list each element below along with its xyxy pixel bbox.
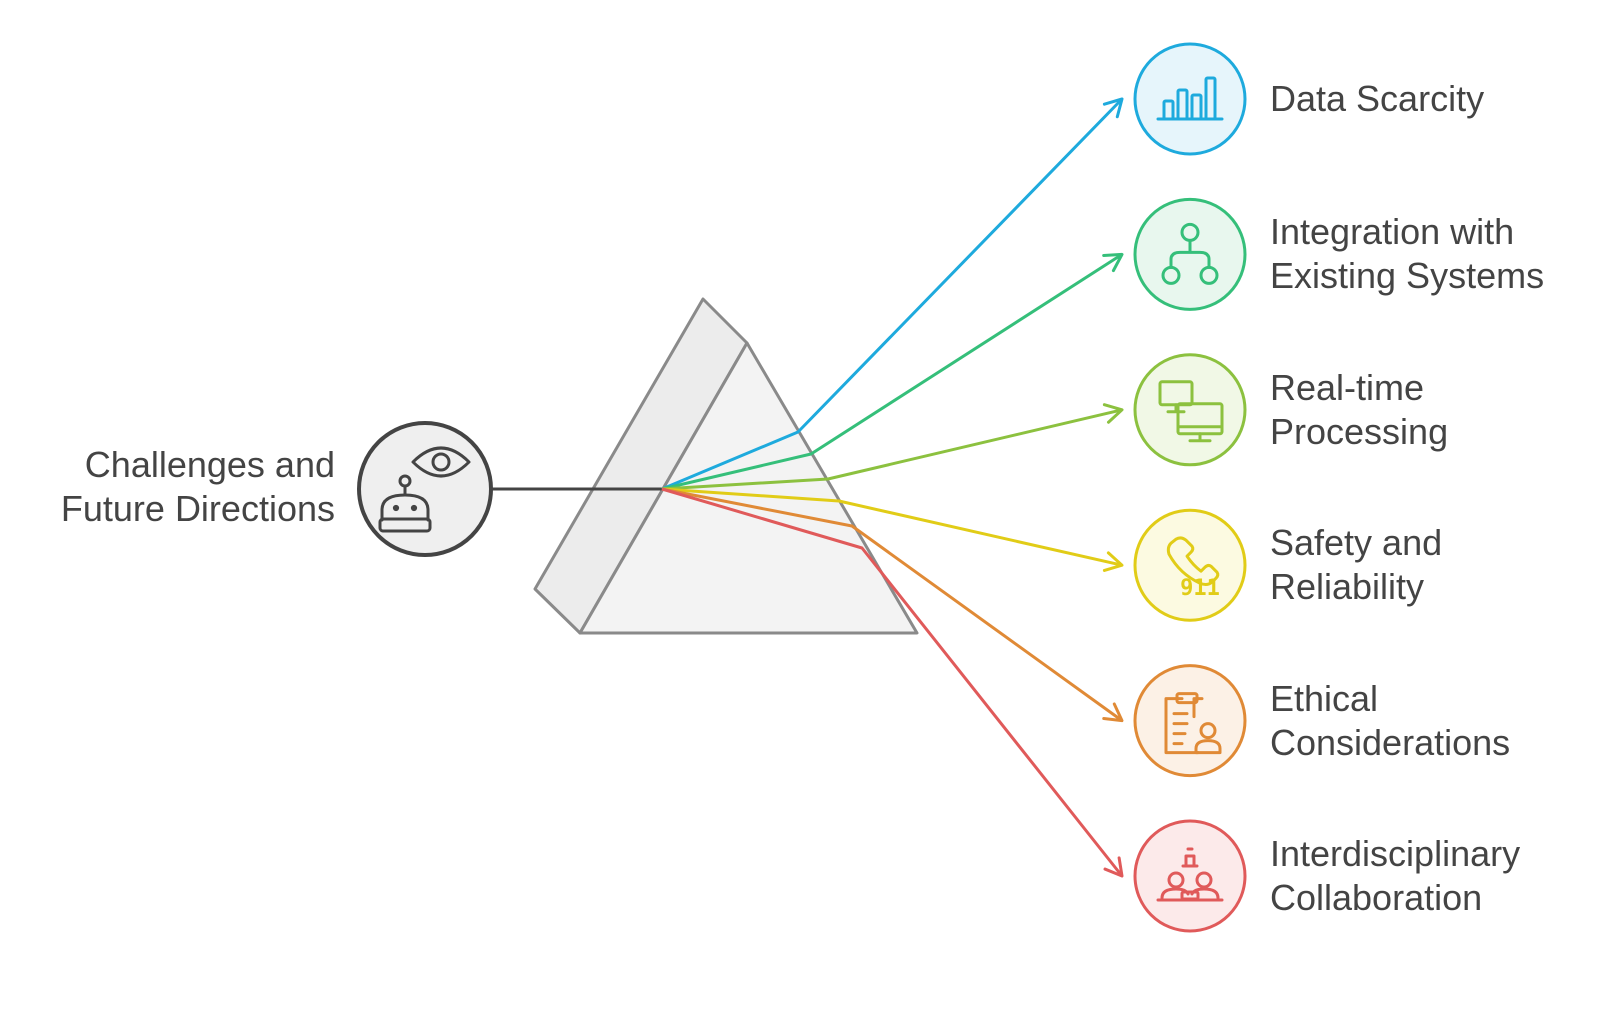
branch-label: Data Scarcity [1270,77,1484,121]
branch-node: 911 [1133,508,1247,622]
ray-arrowhead [1102,97,1124,119]
source-label-line-2: Future Directions [60,488,335,529]
icon-text-911: 911 [1180,576,1220,601]
branch-node [1133,42,1247,156]
light-rays [661,97,1124,878]
branch-circle [1133,42,1247,156]
ray-arrowhead [1102,551,1124,572]
ray-arrowhead [1102,403,1124,424]
computers-icon [1158,380,1224,443]
branch-label-line: Integration with [1270,211,1515,253]
branch-circle [1133,197,1247,311]
branch-circle [1133,508,1247,622]
branch-label-line: Processing [1270,410,1449,452]
ray-arrowhead [1102,702,1124,723]
source-node [357,421,493,557]
branch-label-line: Real-time [1270,366,1425,408]
branch-label-line: Ethical [1270,677,1379,719]
branch-node [1133,664,1247,778]
ray-line [661,487,1123,722]
branch-label-line: Interdisciplinary [1270,833,1521,874]
ray-line [661,487,1123,567]
branch-label-line: Safety and [1270,522,1443,564]
source-label-line-1: Challenges and [84,444,335,485]
source-label: Challenges and Future Directions [20,443,335,531]
branch-circle [1133,664,1247,778]
branch-node [1133,819,1247,933]
branch-label-line: Collaboration [1270,877,1483,918]
team-collaboration-icon [1156,847,1224,902]
branch-node [1133,197,1247,311]
ray-arrowhead [1102,252,1124,273]
ray-line [661,253,1123,491]
emergency-phone-911-icon: 911 [1166,536,1220,601]
branch-label-line: Considerations [1270,721,1511,763]
branch-circle [1133,353,1247,467]
robot-eye-icon [378,446,471,533]
ray-line [661,97,1124,491]
prism [533,297,919,635]
source-circle [357,421,493,557]
network-nodes-icon [1161,222,1219,285]
clipboard-person-icon [1164,692,1222,755]
ray-line [661,487,1124,877]
branch-node [1133,353,1247,467]
branch-label-line: Existing Systems [1270,255,1545,297]
branch-circle [1133,819,1247,933]
ray-line [661,408,1123,491]
branch-label-line: Reliability [1270,566,1425,608]
bar-chart-icon [1156,76,1224,121]
branch-nodes: 911 [1133,42,1247,933]
ray-arrowhead [1103,856,1124,878]
branch-label-line: Data Scarcity [1270,78,1485,119]
